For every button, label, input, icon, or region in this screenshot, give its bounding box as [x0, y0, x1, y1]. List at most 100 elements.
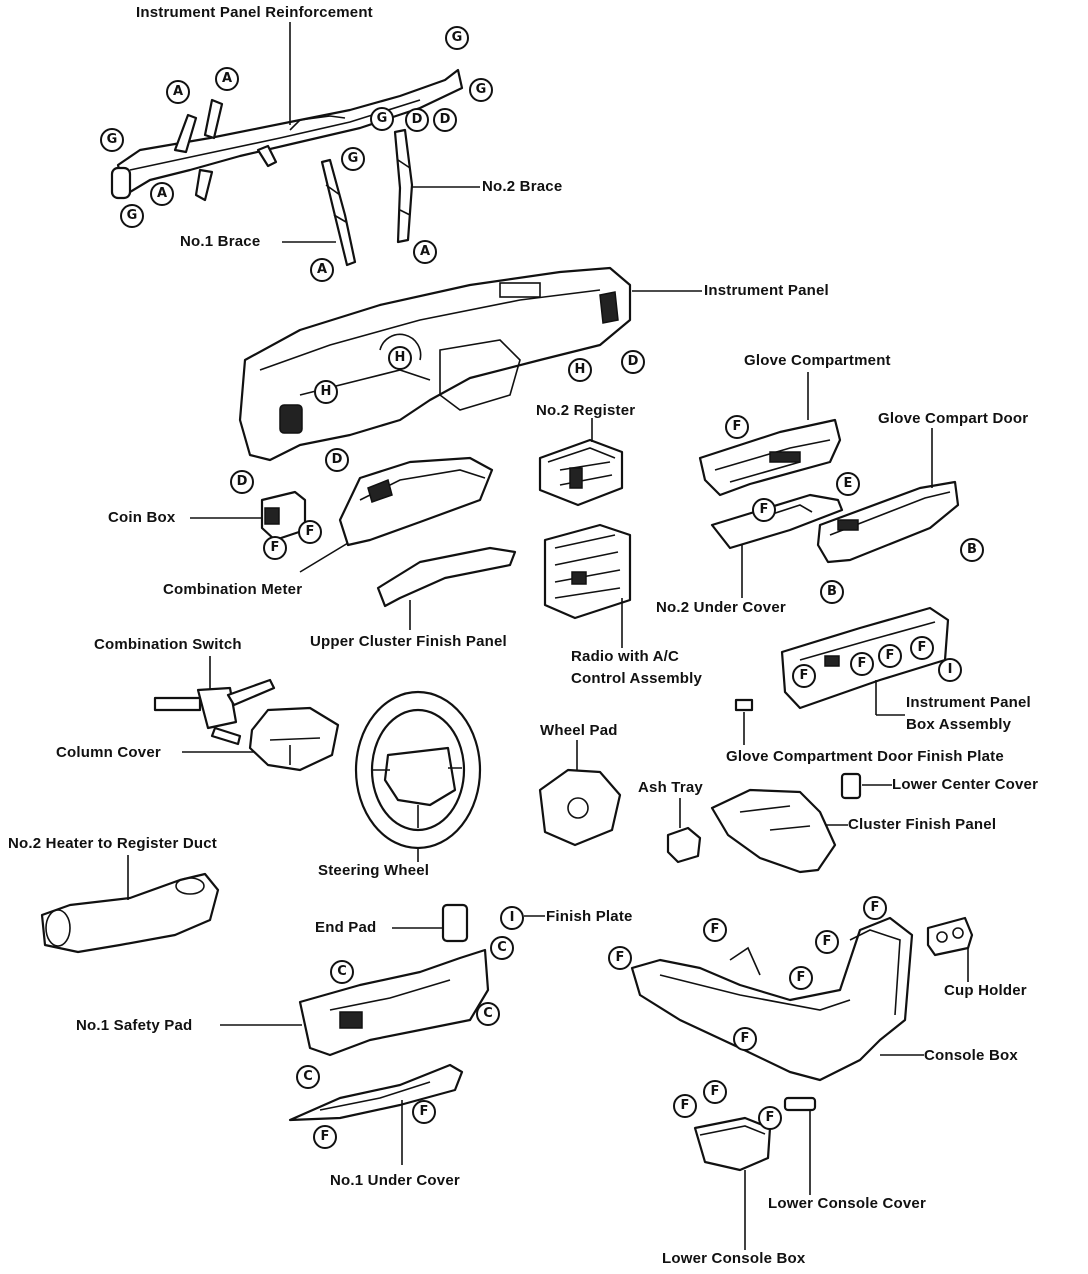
marker-a: A — [413, 240, 437, 264]
column-cover-label: Column Cover — [56, 744, 161, 761]
marker-g: G — [445, 26, 469, 50]
cup-holder-part — [926, 916, 974, 957]
instrument-panel-part — [238, 266, 632, 462]
no2-under-cover-label: No.2 Under Cover — [656, 599, 786, 616]
marker-e: E — [836, 472, 860, 496]
combination-meter-part — [338, 456, 494, 547]
no1-under-cover-label: No.1 Under Cover — [330, 1172, 460, 1189]
marker-f: F — [313, 1125, 337, 1149]
wheel-pad-part — [538, 768, 622, 847]
no1-safety-pad-part — [298, 948, 490, 1057]
marker-h: H — [388, 346, 412, 370]
marker-f: F — [703, 1080, 727, 1104]
marker-f: F — [733, 1027, 757, 1051]
instrument-panel-label: Instrument Panel — [704, 282, 829, 299]
lower-center-cover-part — [840, 772, 862, 800]
marker-g: G — [120, 204, 144, 228]
ash-tray-part — [666, 826, 702, 864]
instrument-panel-reinforcement-part — [110, 68, 464, 202]
marker-h: H — [568, 358, 592, 382]
no1-safety-pad-label: No.1 Safety Pad — [76, 1017, 193, 1034]
combination-switch-part — [153, 678, 276, 746]
end-pad-part — [441, 903, 469, 943]
steering-wheel-label: Steering Wheel — [318, 862, 430, 879]
coin-box-label: Coin Box — [108, 509, 176, 526]
marker-f: F — [878, 644, 902, 668]
glove-compartment-part — [698, 418, 842, 497]
marker-f: F — [263, 536, 287, 560]
marker-f: F — [608, 946, 632, 970]
marker-f: F — [789, 966, 813, 990]
radio-ac-label-line2: Control Assembly — [571, 670, 703, 687]
marker-d: D — [230, 470, 254, 494]
radio-ac-control-part — [543, 523, 632, 620]
no2-brace-label: No.2 Brace — [482, 178, 563, 195]
glove-compart-door-part — [816, 480, 960, 564]
instrument-panel-reinforcement-label: Instrument Panel Reinforcement — [136, 4, 373, 21]
marker-d: D — [621, 350, 645, 374]
marker-b: B — [960, 538, 984, 562]
instrument-panel-box-label-line1: Instrument Panel — [906, 694, 1031, 711]
glove-compart-door-label: Glove Compart Door — [878, 410, 1029, 427]
steering-wheel-part — [354, 690, 482, 850]
marker-d: D — [325, 448, 349, 472]
console-box-label: Console Box — [924, 1047, 1018, 1064]
no2-register-label: No.2 Register — [536, 402, 636, 419]
marker-f: F — [725, 415, 749, 439]
glove-compartment-label: Glove Compartment — [744, 352, 891, 369]
combination-meter-label: Combination Meter — [163, 581, 303, 598]
marker-d: D — [433, 108, 457, 132]
cup-holder-label: Cup Holder — [944, 982, 1027, 999]
marker-a: A — [166, 80, 190, 104]
glove-door-finish-plate-part — [734, 698, 754, 712]
no1-under-cover-part — [288, 1063, 464, 1122]
heater-duct-label: No.2 Heater to Register Duct — [8, 835, 217, 852]
marker-f: F — [703, 918, 727, 942]
lower-console-box-label: Lower Console Box — [662, 1250, 806, 1267]
cluster-finish-panel-part — [710, 788, 837, 874]
heater-duct-part — [40, 872, 220, 954]
marker-f: F — [850, 652, 874, 676]
upper-cluster-finish-panel-label: Upper Cluster Finish Panel — [310, 633, 507, 650]
marker-c: C — [296, 1065, 320, 1089]
radio-ac-label-line1: Radio with A/C — [571, 648, 680, 665]
marker-f: F — [863, 896, 887, 920]
cluster-finish-panel-label: Cluster Finish Panel — [848, 816, 997, 833]
lower-console-box-part — [693, 1116, 772, 1172]
marker-g: G — [341, 147, 365, 171]
marker-c: C — [490, 936, 514, 960]
combination-switch-label: Combination Switch — [94, 636, 242, 653]
marker-g: G — [370, 107, 394, 131]
marker-g: G — [469, 78, 493, 102]
marker-c: C — [476, 1002, 500, 1026]
marker-f: F — [298, 520, 322, 544]
marker-c: C — [330, 960, 354, 984]
marker-i: I — [938, 658, 962, 682]
marker-f: F — [758, 1106, 782, 1130]
marker-a: A — [310, 258, 334, 282]
upper-cluster-finish-panel-part — [376, 546, 517, 608]
wheel-pad-label: Wheel Pad — [540, 722, 618, 739]
marker-f: F — [792, 664, 816, 688]
finish-plate-label: Finish Plate — [546, 908, 633, 925]
marker-f: F — [815, 930, 839, 954]
marker-g: G — [100, 128, 124, 152]
marker-f: F — [910, 636, 934, 660]
column-cover-part — [248, 706, 340, 772]
no1-brace-part — [320, 158, 357, 267]
console-box-part — [630, 916, 914, 1082]
marker-h: H — [314, 380, 338, 404]
marker-i: I — [500, 906, 524, 930]
marker-f: F — [752, 498, 776, 522]
marker-d: D — [405, 108, 429, 132]
lower-console-cover-part — [783, 1096, 817, 1112]
marker-b: B — [820, 580, 844, 604]
glove-door-finish-plate-label: Glove Compartment Door Finish Plate — [726, 748, 1004, 765]
marker-a: A — [215, 67, 239, 91]
no2-register-part — [538, 438, 624, 507]
instrument-panel-box-label-line2: Box Assembly — [906, 716, 1012, 733]
no2-brace-part — [393, 128, 414, 244]
end-pad-label: End Pad — [315, 919, 377, 936]
